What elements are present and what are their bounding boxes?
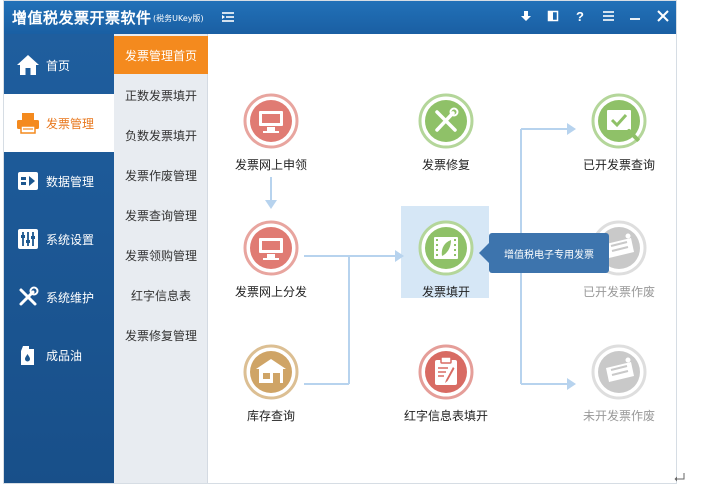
download-icon[interactable] (515, 5, 537, 27)
node-label: 红字信息表填开 (403, 409, 488, 423)
node-apply-online[interactable]: 发票网上申领 (221, 93, 321, 183)
node-distribute-online[interactable]: 发票网上分发 (221, 220, 321, 310)
return-arrow-icon (674, 473, 685, 482)
app-window: 增值税发票开票软件 (税务UKey版) ? 首页 (3, 0, 677, 484)
repair-tools-icon (418, 93, 474, 149)
subnav-item-red-info[interactable]: 红字信息表 (130, 288, 191, 303)
clipboard-icon (418, 344, 474, 400)
svg-text:?: ? (576, 9, 584, 23)
sliders-icon (15, 226, 41, 252)
node-issued-query[interactable]: 已开发票查询 (569, 93, 669, 183)
app-subtitle: (税务UKey版) (153, 14, 204, 23)
node-label: 发票网上申领 (234, 158, 307, 172)
sub-nav: 发票管理首页 正数发票填开 负数发票填开 发票作废管理 发票查询管理 发票领购管… (114, 34, 208, 483)
invoice-type-tooltip[interactable]: 增值税电子专用发票 (489, 233, 609, 273)
subnav-item-purchase-management[interactable]: 发票领购管理 (124, 248, 197, 263)
nav-item-refined-oil[interactable]: 成品油 (4, 326, 114, 384)
node-inventory-query[interactable]: 库存查询 (221, 344, 321, 434)
node-label: 发票修复 (421, 158, 470, 172)
menu-icon[interactable] (597, 5, 619, 27)
node-label: 发票网上分发 (234, 285, 307, 299)
nav-label: 发票管理 (46, 116, 95, 131)
nav-label: 系统维护 (46, 290, 95, 305)
close-icon[interactable] (652, 5, 674, 27)
subnav-item-invoice-home[interactable]: 发票管理首页 (114, 36, 208, 74)
minimize-icon[interactable] (624, 5, 646, 27)
subnav-item-query-management[interactable]: 发票查询管理 (124, 208, 197, 223)
nav-label: 首页 (46, 58, 71, 73)
nav-item-system-settings[interactable]: 系统设置 (4, 210, 114, 268)
void-unissued-icon (591, 344, 647, 400)
title-bar: 增值税发票开票软件 (税务UKey版) ? (4, 1, 676, 34)
invoice-issue-icon (418, 220, 474, 276)
pin-icon[interactable] (542, 5, 564, 27)
node-label: 发票填开 (421, 285, 470, 299)
main-nav: 首页 发票管理 数据管理 系统设置 系统维护 (4, 34, 114, 483)
subnav-item-negative-invoice[interactable]: 负数发票填开 (124, 128, 197, 143)
nav-label: 系统设置 (46, 232, 95, 247)
app-title: 增值税发票开票软件 (12, 9, 152, 27)
nav-item-data-management[interactable]: 数据管理 (4, 152, 114, 210)
tooltip-arrow (479, 243, 489, 263)
node-label: 未开发票作废 (582, 409, 655, 423)
node-invoice-issue[interactable]: 发票填开 (396, 220, 496, 310)
node-red-info-fill[interactable]: 红字信息表填开 (396, 344, 496, 434)
nav-item-invoice-management[interactable]: 发票管理 (4, 94, 114, 152)
node-label: 已开发票作废 (582, 285, 655, 299)
subnav-item-repair-management[interactable]: 发票修复管理 (124, 328, 197, 343)
help-icon[interactable]: ? (569, 5, 591, 27)
nav-item-system-maintenance[interactable]: 系统维护 (4, 268, 114, 326)
tools-icon (15, 284, 41, 310)
subnav-item-void-management[interactable]: 发票作废管理 (124, 168, 197, 183)
warehouse-icon (243, 344, 299, 400)
apply-online-icon (243, 93, 299, 149)
invoice-search-icon (591, 93, 647, 149)
nav-label: 数据管理 (46, 174, 95, 189)
subnav-item-positive-invoice[interactable]: 正数发票填开 (124, 88, 197, 103)
node-label: 库存查询 (246, 409, 295, 423)
home-icon (15, 52, 41, 78)
oil-icon (15, 342, 41, 368)
nav-item-home[interactable]: 首页 (4, 36, 114, 94)
node-label: 已开发票查询 (582, 158, 655, 172)
node-unissued-void[interactable]: 未开发票作废 (569, 344, 669, 434)
data-icon (15, 168, 41, 194)
printer-icon (15, 110, 41, 136)
distribute-online-icon (243, 220, 299, 276)
node-invoice-repair[interactable]: 发票修复 (396, 93, 496, 183)
menu-toggle-icon[interactable] (221, 9, 235, 23)
invoice-home-panel: 发票网上申领 发票网上分发 库存查询 (209, 34, 676, 483)
nav-label: 成品油 (46, 348, 83, 363)
